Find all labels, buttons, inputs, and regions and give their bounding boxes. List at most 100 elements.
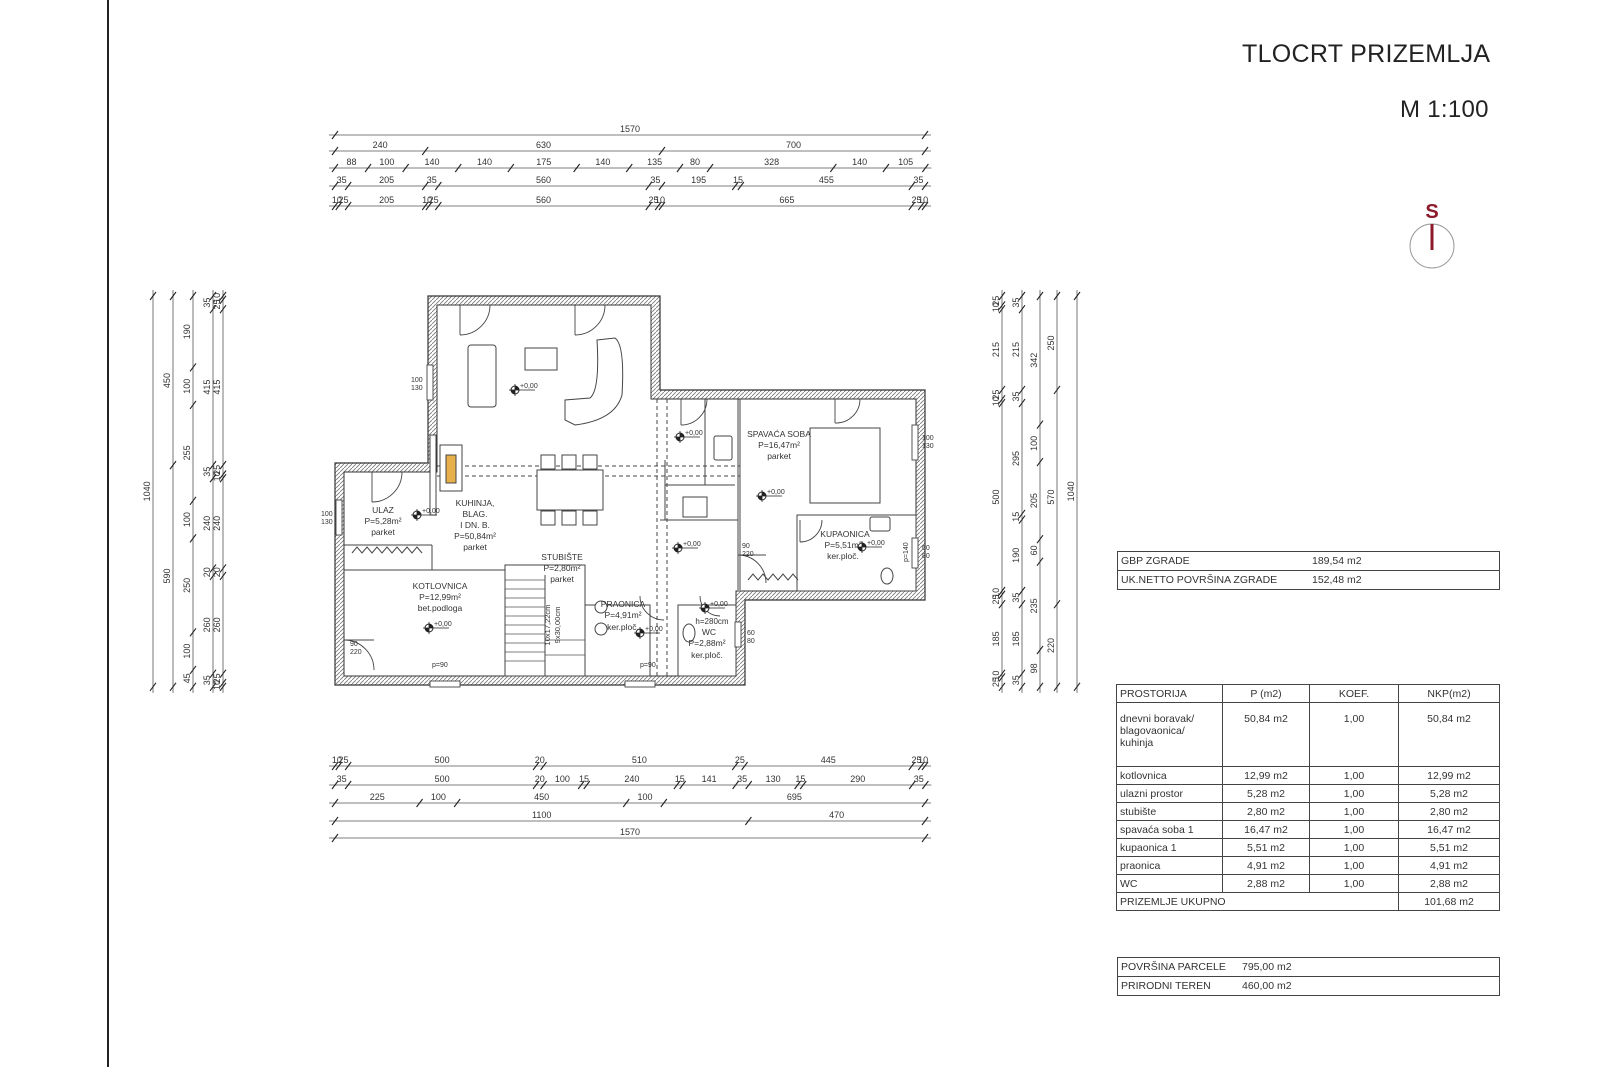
dimension-label: 590: [162, 568, 172, 583]
parcel-area-label: POVRŠINA PARCELE: [1117, 957, 1239, 977]
area-cell: 5,28 m2: [1222, 784, 1310, 803]
dimension-label: 25: [991, 296, 1001, 306]
parcel-area-value: 795,00 m2: [1239, 957, 1500, 977]
dimension-label: 445: [821, 755, 836, 765]
level-marker-icon: +0,00: [423, 621, 452, 634]
dimension-label: 35: [1011, 675, 1021, 685]
col-header-area: P (m2): [1222, 684, 1310, 703]
level-value: +0,00: [683, 541, 701, 548]
dimension-tick: [917, 761, 925, 771]
coef-cell: 1,00: [1309, 838, 1399, 857]
window-width-label: 100: [321, 511, 333, 518]
dimension-label: 35: [650, 175, 660, 185]
dimension-label: 220: [1046, 638, 1056, 653]
dimension-tick: [209, 291, 217, 301]
dimension-tick: [1053, 599, 1061, 609]
dimension-tick: [1018, 304, 1026, 314]
dimension-tick: [331, 780, 339, 790]
door-width-label: 90: [350, 641, 358, 648]
area-cell: 5,51 m2: [1222, 838, 1310, 857]
dimension-tick: [921, 798, 929, 808]
furniture: [351, 337, 894, 643]
dimension-tick: [737, 181, 745, 191]
dimension-tick: [908, 201, 916, 211]
dimension-tick: [219, 295, 227, 305]
dimension-label: 205: [379, 195, 394, 205]
room-area-praonica: P=4,91m²: [604, 610, 641, 620]
room-area-table: PROSTORIJA P (m2) KOEF. NKP(m2) dnevni b…: [1116, 684, 1500, 911]
dimension-label: 25: [429, 195, 439, 205]
dimension-tick: [219, 571, 227, 581]
dimension-label: 100: [379, 157, 394, 167]
level-value: +0,00: [645, 626, 663, 633]
dimension-label: 15: [733, 175, 743, 185]
dimension-label: 260: [202, 617, 212, 632]
dimension-tick: [921, 163, 929, 173]
room-area-kuhinja: P=50,84m²: [454, 531, 496, 541]
level-value: +0,00: [422, 508, 440, 515]
dimension-tick: [331, 816, 339, 826]
dimension-tick: [189, 363, 197, 372]
room-name-cell: spavaća soba 1: [1116, 820, 1223, 839]
window-width-label: 100: [922, 435, 934, 442]
toilet-icon: [880, 567, 894, 585]
dimension-label: 215: [1011, 342, 1021, 357]
dimension-label: 25: [735, 755, 745, 765]
dimension-tick: [622, 798, 630, 808]
dimension-label: 15: [795, 774, 805, 784]
dimension-label: 25: [212, 465, 222, 475]
dimension-tick: [219, 473, 227, 483]
north-arrow-label: S: [1425, 201, 1438, 223]
dimension-label: 35: [337, 774, 347, 784]
room-floor-stubiste: parket: [550, 574, 574, 584]
gbp-value: 189,54 m2: [1309, 551, 1500, 571]
dimension-tick: [189, 628, 197, 637]
coef-cell: 1,00: [1309, 820, 1399, 839]
netto-value: 152,48 m2: [1309, 570, 1500, 590]
dimension-label: 455: [819, 175, 834, 185]
dimension-label: 35: [427, 175, 437, 185]
stair-steps-label-1: 10x17,22cm: [543, 605, 552, 646]
dimension-tick: [1036, 457, 1044, 467]
dimension-tick: [1036, 682, 1044, 692]
col-header-coef: KOEF.: [1309, 684, 1399, 703]
dimension-tick: [331, 163, 339, 173]
dimension-label: 35: [913, 175, 923, 185]
dimension-tick: [219, 470, 227, 479]
total-value: 101,68 m2: [1398, 892, 1500, 911]
window-width-label: 60: [922, 545, 930, 552]
dimension-tick: [434, 201, 442, 211]
room-height-wc: h=280cm: [695, 617, 728, 626]
dimension-tick: [1036, 534, 1044, 544]
coef-cell: 1,00: [1309, 874, 1399, 893]
dimension-label: 295: [1011, 451, 1021, 466]
nkp-cell: 12,99 m2: [1398, 766, 1500, 785]
dimension-label: 342: [1029, 353, 1039, 368]
dimension-tick: [335, 761, 343, 771]
coef-cell: 1,00: [1309, 856, 1399, 875]
window-height-label: 130: [321, 519, 333, 526]
dimension-tick: [998, 669, 1006, 679]
room-name-kuhinja: KUHINJA,: [456, 498, 495, 508]
dimension-tick: [998, 599, 1006, 609]
dimension-label: 25: [991, 677, 1001, 687]
dimension-label: 100: [638, 792, 653, 802]
dimension-label: 35: [202, 467, 212, 477]
dimension-tick: [921, 816, 929, 826]
dimension-tick: [331, 181, 339, 191]
dimension-label: 290: [850, 774, 865, 784]
dimension-label: 141: [702, 774, 717, 784]
corner-sofa-icon: [564, 337, 624, 426]
dimension-label: 25: [648, 195, 658, 205]
room-name-cell: kupaonica 1: [1116, 838, 1223, 857]
dimension-tick: [189, 682, 197, 692]
dimension-label: 25: [912, 755, 922, 765]
room-area-kotlovnica: P=12,99m²: [419, 592, 461, 602]
dimension-tick: [908, 181, 916, 191]
doors-windows: [335, 304, 919, 688]
